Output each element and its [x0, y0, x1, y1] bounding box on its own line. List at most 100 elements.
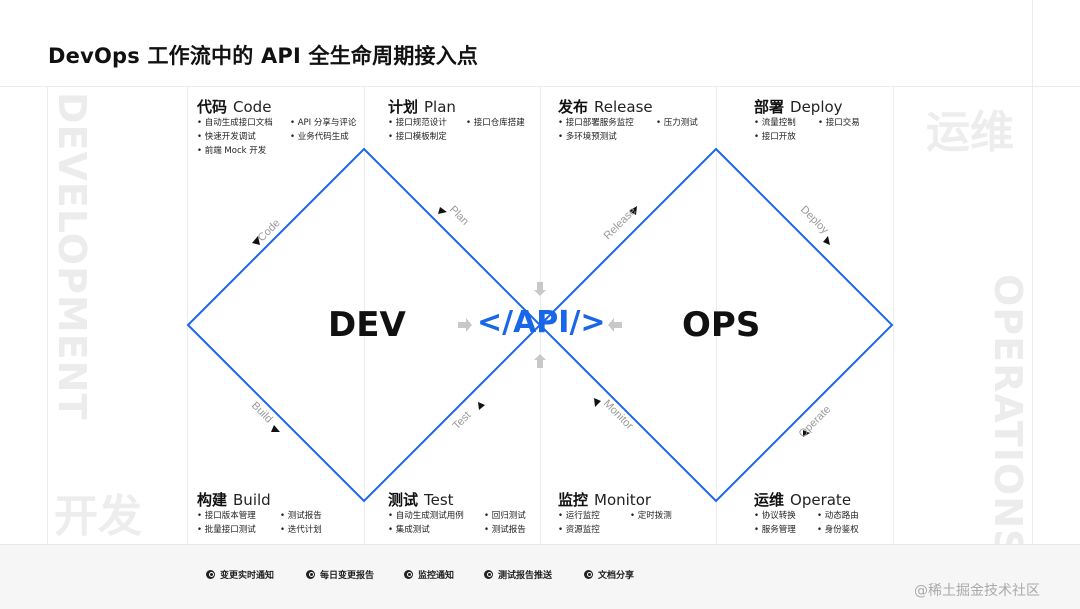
grid-line-left	[47, 86, 48, 544]
stage-plan-cn: 计划	[388, 98, 419, 116]
flow-arrow-top	[534, 282, 546, 296]
stage-release-en: Release	[594, 98, 653, 116]
arrow-release	[629, 206, 637, 215]
list-item: 多环境预测试	[558, 130, 634, 144]
stage-test-list-2: 回归测试 测试报告	[484, 509, 526, 537]
list-item: API 分享与评论	[290, 116, 357, 130]
footer-item-monitor-notify: 监控通知	[404, 568, 454, 581]
flow-arrow-bottom	[534, 354, 546, 368]
edge-label-build: Build	[249, 400, 275, 426]
stage-code-en: Code	[233, 98, 272, 116]
list-item: 接口部署服务监控	[558, 116, 634, 130]
stage-deploy-en: Deploy	[790, 98, 843, 116]
edge-label-plan: Plan	[447, 204, 471, 228]
list-item: 回归测试	[484, 509, 526, 523]
stage-monitor-heading: 监控 Monitor	[558, 489, 651, 510]
stage-release-heading: 发布 Release	[558, 96, 653, 117]
arrow-code	[252, 236, 260, 245]
edge-label-release: Release	[602, 205, 639, 242]
stage-test-list-1: 自动生成测试用例 集成测试	[388, 509, 464, 537]
grid-line-center	[540, 86, 541, 544]
footer-label: 文档分享	[598, 571, 635, 581]
list-item: 批量接口测试	[197, 523, 256, 537]
arrow-plan	[438, 207, 447, 214]
stage-monitor-list-2: 定时拨测	[630, 509, 672, 523]
list-item: 快速开发调试	[197, 130, 273, 144]
stage-plan-en: Plan	[424, 98, 456, 116]
arrow-test	[478, 402, 485, 410]
footer-item-change-notify: 变更实时通知	[206, 568, 274, 581]
stage-release-list-1: 接口部署服务监控 多环境预测试	[558, 116, 634, 144]
list-item: 前端 Mock 开发	[197, 144, 273, 158]
stage-monitor-en: Monitor	[594, 491, 652, 509]
notification-icon	[404, 570, 413, 579]
stage-test-cn: 测试	[388, 491, 419, 509]
dev-diamond	[186, 147, 542, 503]
footer-bar	[0, 544, 1080, 609]
notification-icon	[484, 570, 493, 579]
stage-plan-heading: 计划 Plan	[388, 96, 456, 117]
watermark-yunwei: 运维	[926, 107, 1014, 158]
stage-operate-list-2: 动态路由 身份鉴权	[817, 509, 859, 537]
arrow-build	[271, 425, 280, 432]
list-item: 自动生成接口文档	[197, 116, 273, 130]
stage-code-cn: 代码	[197, 98, 228, 116]
stage-operate-en: Operate	[790, 491, 852, 509]
stage-code-heading: 代码 Code	[197, 96, 271, 117]
stage-monitor-list-1: 运行监控 资源监控	[558, 509, 600, 537]
page-title: DevOps 工作流中的 API 全生命周期接入点	[48, 44, 479, 68]
edge-label-test: Test	[451, 409, 474, 432]
list-item: 接口交易	[818, 116, 860, 130]
notification-icon	[306, 570, 315, 579]
list-item: 流量控制	[754, 116, 796, 130]
list-item: 资源监控	[558, 523, 600, 537]
list-item: 接口仓库搭建	[466, 116, 525, 130]
flow-arrow-left	[458, 318, 472, 332]
footer-label: 每日变更报告	[320, 571, 375, 581]
source-credit: @稀土掘金技术社区	[914, 583, 1040, 599]
arrow-deploy	[823, 236, 830, 245]
notification-icon	[584, 570, 593, 579]
footer-label: 测试报告推送	[498, 571, 553, 581]
footer-label: 监控通知	[418, 571, 455, 581]
footer-item-test-report-push: 测试报告推送	[484, 568, 552, 581]
stage-operate-heading: 运维 Operate	[754, 489, 851, 510]
stage-deploy-heading: 部署 Deploy	[754, 96, 843, 117]
edge-label-deploy: Deploy	[798, 204, 831, 237]
grid-line-dev-mid	[364, 86, 365, 544]
list-item: 集成测试	[388, 523, 464, 537]
watermark-kaifa: 开发	[54, 491, 142, 542]
api-label: </API/>	[477, 305, 606, 340]
stage-monitor-cn: 监控	[558, 491, 589, 509]
list-item: 接口开放	[754, 130, 796, 144]
stage-deploy-cn: 部署	[754, 98, 785, 116]
grid-line-right	[1032, 0, 1033, 544]
ops-diamond	[538, 147, 894, 503]
arrow-operate	[803, 430, 810, 437]
list-item: 测试报告	[280, 509, 322, 523]
list-item: 接口版本管理	[197, 509, 256, 523]
stage-release-cn: 发布	[558, 98, 589, 116]
stage-operate-list-1: 协议转换 服务管理	[754, 509, 796, 537]
dev-label: DEV	[328, 305, 406, 345]
stage-code-list-2: API 分享与评论 业务代码生成	[290, 116, 357, 144]
list-item: 运行监控	[558, 509, 600, 523]
edge-label-code: Code	[256, 217, 283, 244]
list-item: 压力测试	[656, 116, 698, 130]
stage-deploy-list-2: 接口交易	[818, 116, 860, 130]
list-item: 业务代码生成	[290, 130, 356, 144]
footer-item-doc-share: 文档分享	[584, 568, 634, 581]
stage-build-list-2: 测试报告 迭代计划	[280, 509, 322, 537]
list-item: 动态路由	[817, 509, 859, 523]
stage-plan-list-1: 接口规范设计 接口模板制定	[388, 116, 447, 144]
list-item: 接口规范设计	[388, 116, 447, 130]
grid-line-ops-right	[893, 86, 894, 544]
stage-operate-cn: 运维	[754, 491, 785, 509]
stage-build-en: Build	[233, 491, 271, 509]
list-item: 测试报告	[484, 523, 526, 537]
edge-label-operate: Operate	[797, 404, 834, 441]
stage-plan-list-2: 接口仓库搭建	[466, 116, 525, 130]
